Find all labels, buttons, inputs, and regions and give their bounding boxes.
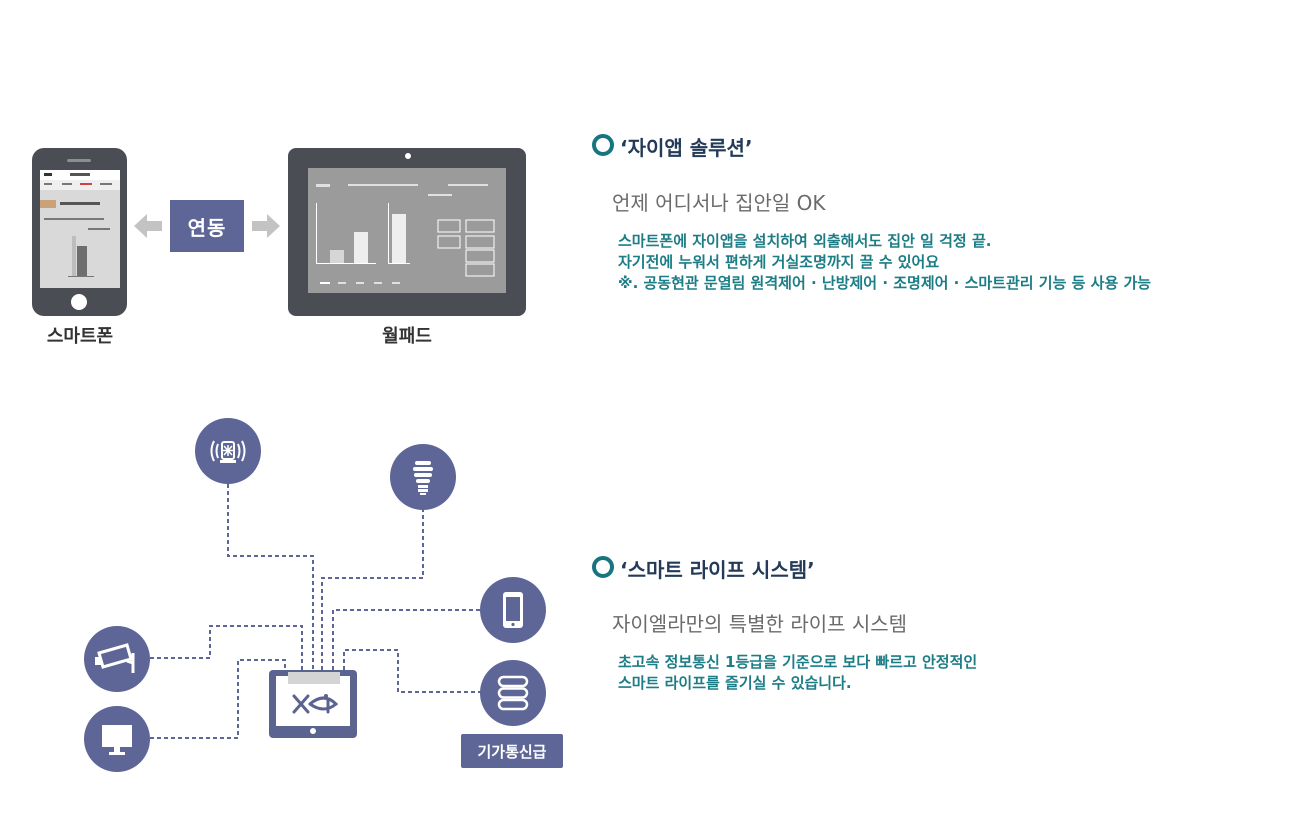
smartphone-node (480, 577, 546, 643)
section2-title: ‘스마트 라이프 시스템’ (620, 558, 815, 582)
monitor-node (84, 706, 150, 772)
server-node (480, 660, 546, 726)
alarm-icon (210, 440, 246, 463)
phone-home-button (71, 294, 87, 310)
section1-line: ※. 공동현관 문열림 원격제어 · 난방제어 · 조명제어 · 스마트관리 기… (618, 274, 1152, 292)
bulb-node (390, 444, 456, 510)
wallpad-hub-bar (288, 672, 340, 684)
cctv-camera-icon (95, 643, 135, 673)
wallpad-hub-button (310, 728, 316, 734)
bulb-icon (413, 461, 433, 495)
section2-line: 스마트 라이프를 즐기실 수 있습니다. (618, 674, 852, 692)
monitor-icon (102, 725, 132, 755)
link-badge: 연동 (170, 200, 244, 252)
phone-label: 스마트폰 (46, 326, 114, 347)
network-connectors (150, 484, 482, 739)
cctv-node (84, 626, 150, 692)
phone-speaker (67, 159, 91, 162)
section1-title: ‘자이앱 솔루션’ (620, 136, 753, 160)
section2-body: 초고속 정보통신 1등급을 기준으로 보다 빠르고 안정적인 스마트 라이프를 … (618, 652, 977, 694)
section2-bullet-icon (592, 556, 614, 578)
server-icon (497, 675, 529, 711)
wallpad-screen (308, 168, 506, 293)
section1-body: 스마트폰에 자이앱을 설치하여 외출해서도 집안 일 걱정 끝. 자기전에 누워… (618, 231, 1151, 294)
arrow-right-icon (252, 214, 280, 238)
wallpad-camera (405, 153, 411, 159)
wallpad-screen-mockup (316, 184, 495, 284)
section1-subtitle: 언제 어디서나 집안일 OK (612, 191, 826, 215)
section1-line: 자기전에 누워서 편하게 거실조명까지 끌 수 있어요 (618, 253, 940, 271)
section2-line: 초고속 정보통신 1등급을 기준으로 보다 빠르고 안정적인 (618, 653, 978, 671)
smartphone-icon (503, 592, 523, 628)
arrow-left-icon (134, 214, 162, 238)
section2-subtitle: 자이엘라만의 특별한 라이프 시스템 (612, 612, 908, 636)
giga-network-badge: 기가통신급 (461, 734, 563, 768)
wallpad-label: 월패드 (382, 326, 432, 347)
smartphone-screen (40, 170, 120, 288)
alarm-node (195, 418, 261, 484)
wallpad-hub-icon (292, 694, 339, 714)
section1-line: 스마트폰에 자이앱을 설치하여 외출해서도 집안 일 걱정 끝. (618, 232, 992, 250)
section1-bullet-icon (592, 134, 614, 156)
phone-screen-mockup (40, 170, 120, 277)
